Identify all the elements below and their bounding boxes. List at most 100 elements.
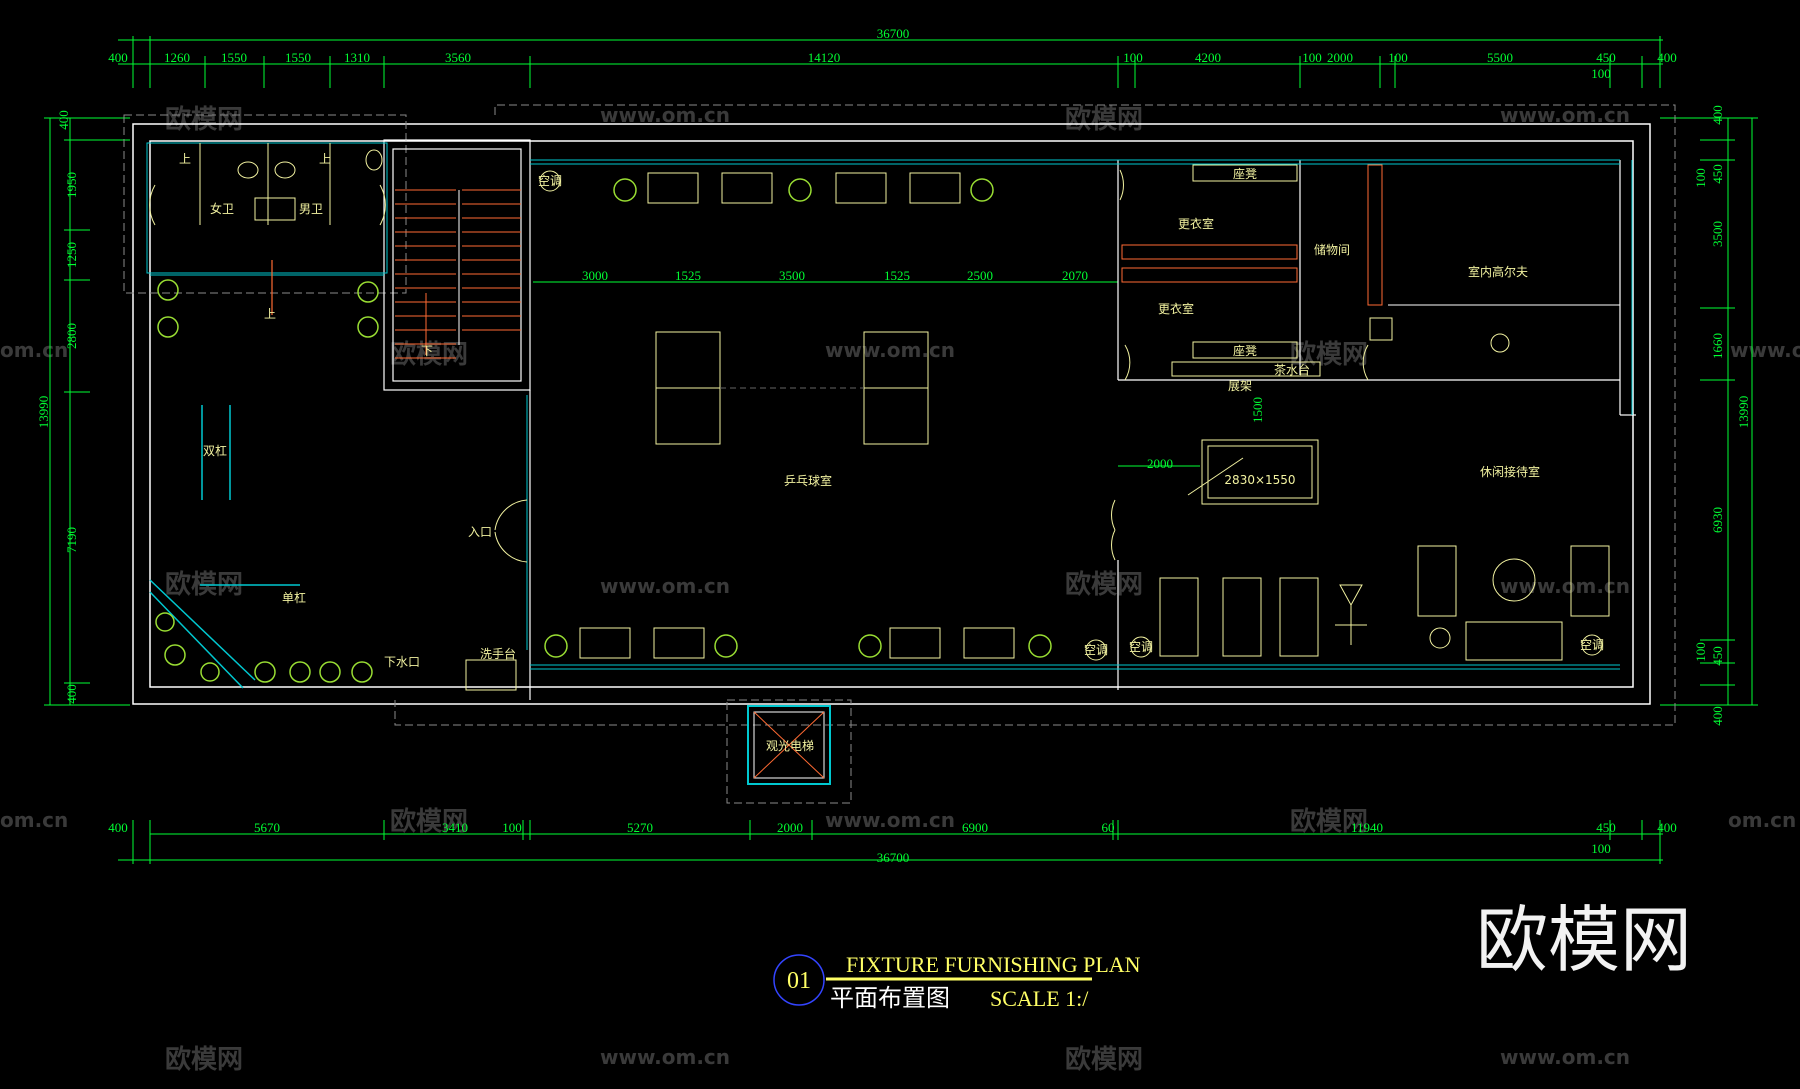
dim-interior: 2070 xyxy=(1062,268,1088,283)
dim-top: 1550 xyxy=(221,50,247,65)
watermark-url: www.om.cn xyxy=(600,103,730,127)
dim-bottom: 3410 xyxy=(442,820,468,835)
watermark-url: www.om.cn xyxy=(600,574,730,598)
dim-top: 1310 xyxy=(344,50,370,65)
label-billiard-size: 2830×1550 xyxy=(1224,473,1295,487)
dim-left-total: 13990 xyxy=(36,396,51,429)
label-ac: 空调 xyxy=(1084,643,1108,657)
watermark-brand: 欧模网 xyxy=(1290,806,1368,837)
dim-top: 1260 xyxy=(164,50,190,65)
window-lines xyxy=(146,142,1633,670)
restroom-fixtures xyxy=(149,143,386,226)
dim-top: 100 xyxy=(1302,50,1322,65)
title-en: FIXTURE FURNISHING PLAN xyxy=(846,952,1141,977)
watermark-url: www.om.cn xyxy=(825,338,955,362)
dim-top: 3560 xyxy=(445,50,471,65)
dim-left: 1950 xyxy=(64,172,79,198)
dim-top: 4200 xyxy=(1195,50,1221,65)
dim-interior: 1525 xyxy=(675,268,701,283)
dim-interior: 3500 xyxy=(779,268,805,283)
dim-bottom: 60 xyxy=(1102,820,1115,835)
label-golf: 室内高尔夫 xyxy=(1468,264,1528,279)
label-elevator: 观光电梯 xyxy=(766,739,814,753)
ac-units xyxy=(539,170,1603,661)
dim-interior: 2500 xyxy=(967,268,993,283)
dim-right: 100 xyxy=(1693,168,1708,188)
dim-top: 5500 xyxy=(1487,50,1513,65)
lockers xyxy=(1121,164,1383,306)
pingpong-furniture xyxy=(579,172,1015,659)
dim-bottom: 400 xyxy=(108,820,128,835)
label-changing-room: 更衣室 xyxy=(1178,216,1214,231)
dim-right: 400 xyxy=(1710,706,1725,726)
watermark-layer: 欧模网 www.om.cn 欧模网 www.om.cn om.cn 欧模网 ww… xyxy=(0,103,1800,1075)
entrance-door xyxy=(494,499,528,563)
overhead-outline xyxy=(123,104,1676,804)
dim-top: 1550 xyxy=(285,50,311,65)
dim-top-total: 36700 xyxy=(877,26,910,41)
watermark-url: www.om.cn xyxy=(1730,338,1800,362)
label-drain: 下水口 xyxy=(384,655,420,669)
label-single-bar: 单杠 xyxy=(282,590,306,605)
dim-left: 2800 xyxy=(64,323,79,349)
dim-bottom: 11940 xyxy=(1351,820,1383,835)
watermark-logo: 欧模网 xyxy=(1476,898,1692,982)
watermark-url: www.om.cn xyxy=(825,808,955,832)
dim-bottom: 5270 xyxy=(627,820,653,835)
label-lounge: 休闲接待室 xyxy=(1480,464,1540,479)
label-wash: 洗手台 xyxy=(480,646,516,661)
dimension-ticks xyxy=(44,36,1758,864)
gym-bars xyxy=(149,405,300,689)
dim-top: 2000 xyxy=(1327,50,1353,65)
label-ac: 空调 xyxy=(1580,638,1604,652)
dim-left: 1250 xyxy=(64,242,79,268)
dim-bottom: 400 xyxy=(1657,820,1677,835)
label-up: 上 xyxy=(319,152,331,166)
label-bench: 座凳 xyxy=(1233,166,1257,181)
dim-billiard-top: 1500 xyxy=(1250,397,1265,423)
dim-right: 6930 xyxy=(1710,507,1725,533)
dim-top: 100 xyxy=(1123,50,1143,65)
dim-top: 100 xyxy=(1388,50,1408,65)
dim-bottom: 450 xyxy=(1596,820,1616,835)
watermark-url: www.om.cn xyxy=(600,1045,730,1069)
title-number: 01 xyxy=(787,968,811,994)
watermark-brand: 欧模网 xyxy=(1065,104,1143,135)
dim-right: 450 xyxy=(1710,646,1725,666)
outer-walls xyxy=(132,123,1651,705)
dim-top-small: 100 xyxy=(1591,66,1611,81)
dim-right: 100 xyxy=(1693,642,1708,662)
wash-basin xyxy=(465,659,517,691)
plants xyxy=(155,178,1052,683)
watermark-url: www.om.cn xyxy=(1500,1045,1630,1069)
dim-interior: 3000 xyxy=(582,268,608,283)
label-changing-room: 更衣室 xyxy=(1158,301,1194,316)
label-down: 下 xyxy=(421,344,433,358)
dim-left: 400 xyxy=(64,684,79,704)
watermark-brand: 欧模网 xyxy=(390,806,468,837)
label-bench: 座凳 xyxy=(1233,343,1257,358)
dimension-lines xyxy=(49,39,1753,861)
label-storage: 储物间 xyxy=(1314,242,1350,257)
label-entrance: 入口 xyxy=(468,525,492,539)
dim-bottom: 100 xyxy=(502,820,522,835)
watermark-brand: 欧模网 xyxy=(1290,339,1368,370)
dim-interior: 1525 xyxy=(884,268,910,283)
dim-top: 14120 xyxy=(808,50,841,65)
label-ac: 空调 xyxy=(1129,640,1153,654)
label-display: 展架 xyxy=(1228,379,1252,393)
watermark-url-short: om.cn xyxy=(0,338,68,362)
dim-right: 450 xyxy=(1710,164,1725,184)
watermark-url-short: om.cn xyxy=(1728,808,1796,832)
dim-right: 3500 xyxy=(1710,221,1725,247)
watermark-url: www.om.cn xyxy=(1500,574,1630,598)
dim-top: 450 xyxy=(1596,50,1616,65)
dim-bottom: 5670 xyxy=(254,820,280,835)
label-ac: 空调 xyxy=(538,174,562,188)
title-cn: 平面布置图 xyxy=(830,984,950,1012)
label-parallel-bars: 双杠 xyxy=(203,443,227,458)
label-tea: 茶水台 xyxy=(1274,362,1310,377)
dim-right: 1660 xyxy=(1710,333,1725,359)
dim-billiard-left: 2000 xyxy=(1147,456,1173,471)
dim-top: 400 xyxy=(1657,50,1677,65)
